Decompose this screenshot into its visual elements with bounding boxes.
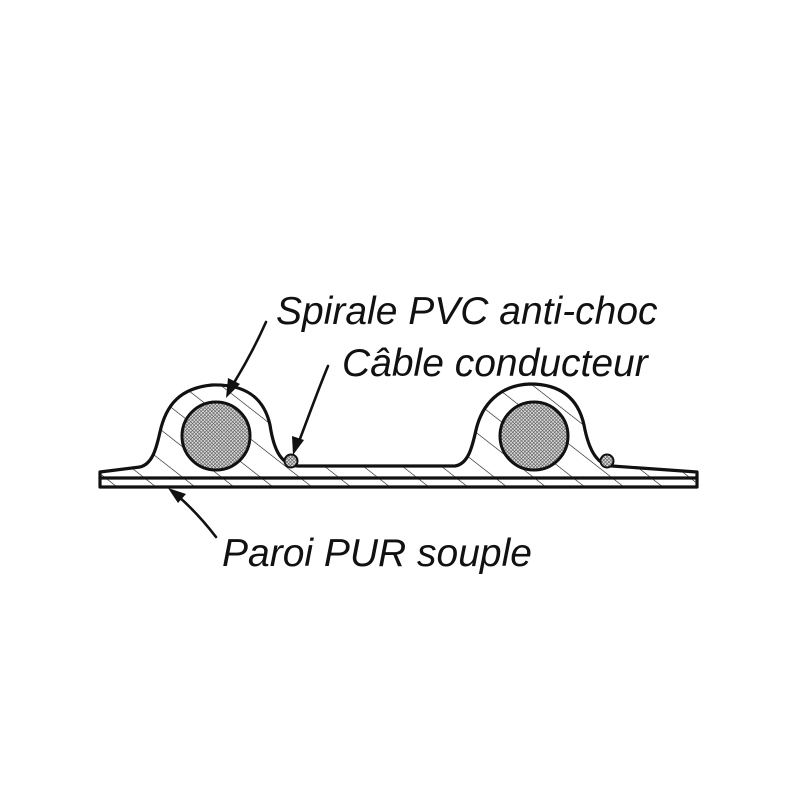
wall-leader-arrow [168,488,218,539]
spiral-leader-arrow [226,320,268,398]
conductive-cable-right [599,453,615,469]
hose-wall-outline [98,382,699,489]
pvc-spiral-right [498,400,570,472]
cable-leader-arrow [292,364,330,455]
conductive-cable-left [283,453,299,469]
wall-label: Paroi PUR souple [222,532,532,575]
cable-label: Câble conducteur [342,342,650,385]
spiral-label: Spirale PVC anti-choc [276,290,658,333]
pvc-spiral-left [180,400,252,472]
